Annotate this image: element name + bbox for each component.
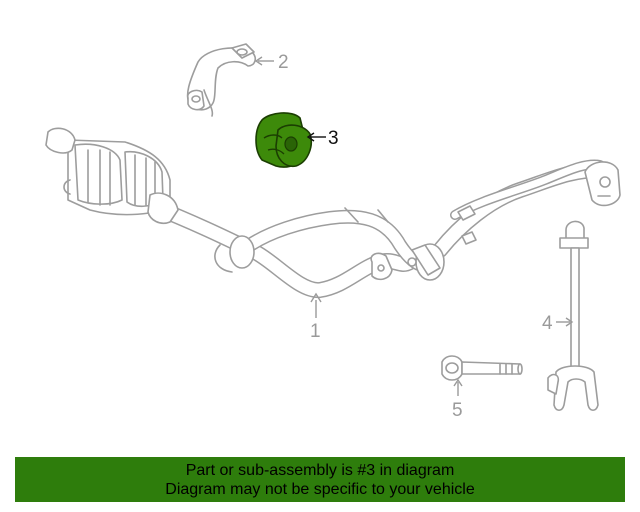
info-banner: Part or sub-assembly is #3 in diagram Di…: [15, 457, 625, 502]
banner-line-2: Diagram may not be specific to your vehi…: [165, 480, 475, 498]
callout-4: 4: [542, 313, 574, 334]
callout-label-1: 1: [310, 321, 321, 342]
banner-line-1: Part or sub-assembly is #3 in diagram: [185, 461, 455, 479]
callout-2: 2: [254, 52, 289, 73]
callout-label-3: 3: [328, 128, 339, 149]
callout-5: 5: [452, 378, 463, 421]
bushing-part-3: [255, 112, 312, 168]
bracket-part-2: [186, 43, 257, 117]
callout-label-5: 5: [452, 400, 463, 421]
parts-diagram: 1 2 3 4 5: [20, 43, 621, 421]
stabilizer-link-part-4: [547, 220, 599, 412]
callout-label-2: 2: [278, 52, 289, 73]
callout-label-4: 4: [542, 313, 553, 334]
bolt-part-5: [441, 355, 523, 381]
callout-3: 3: [306, 128, 339, 149]
stabilizer-bar: [20, 76, 621, 298]
callout-1: 1: [310, 292, 322, 342]
